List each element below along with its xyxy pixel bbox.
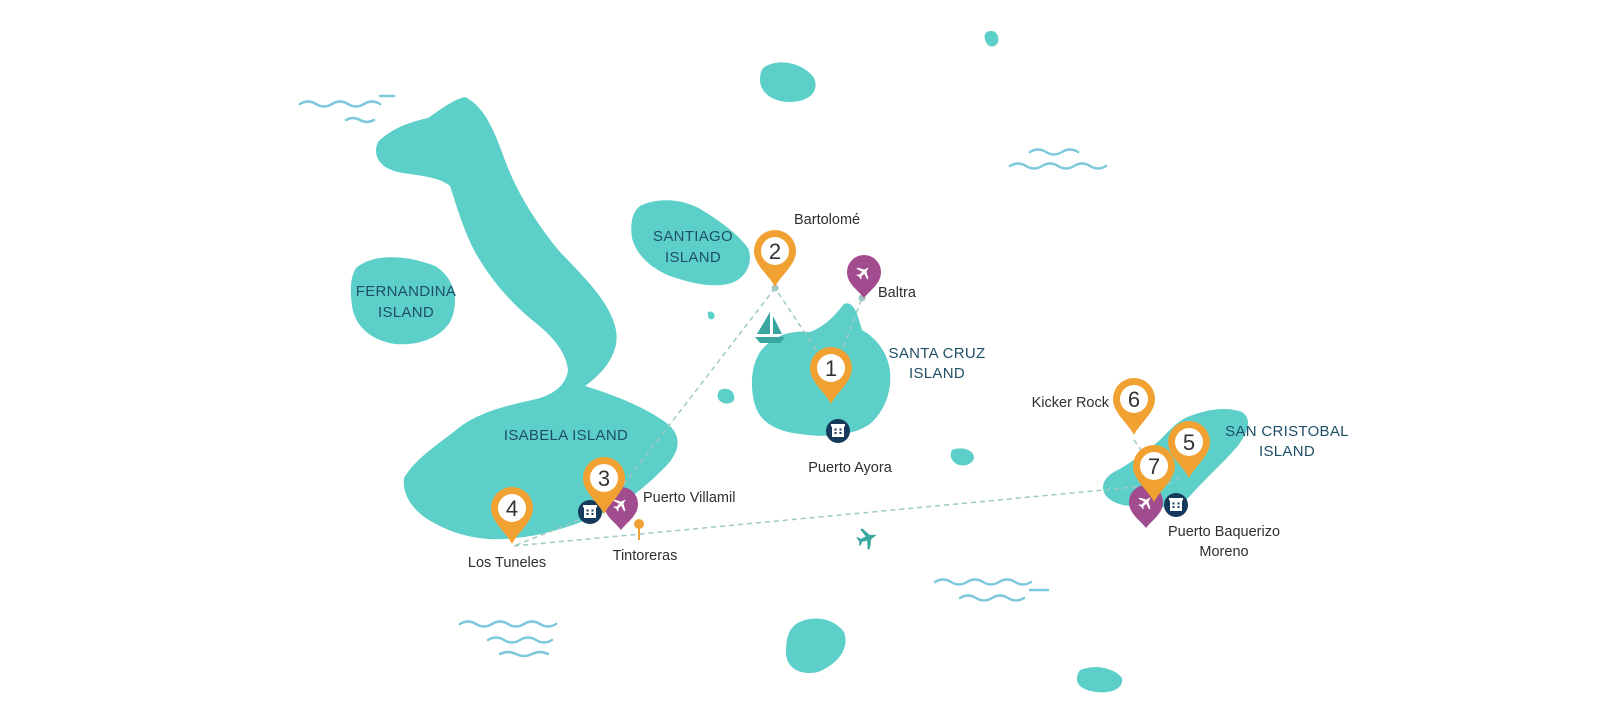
stop-number: 5 xyxy=(1183,430,1195,455)
stop-number: 7 xyxy=(1148,454,1160,479)
los-tuneles-label: Los Tuneles xyxy=(468,555,546,571)
flight-airplane-icon xyxy=(856,528,877,550)
floreana-islet xyxy=(786,618,846,674)
tiny-islet xyxy=(707,311,715,320)
santa-fe-islet xyxy=(950,448,974,466)
stop-number: 2 xyxy=(769,239,781,264)
isabela-island-shape xyxy=(376,97,678,540)
stop-pin-1[interactable]: 1 xyxy=(810,347,852,404)
island-labels: ISABELA ISLAND FERNANDINA ISLAND SANTIAG… xyxy=(356,228,1349,460)
sailboat-icon xyxy=(755,312,785,343)
stop-pin-5[interactable]: 5 xyxy=(1168,421,1210,478)
genovesa-islet xyxy=(760,62,816,102)
stop-pin-6[interactable]: 6 xyxy=(1113,378,1155,435)
fernandina-island-shape xyxy=(350,257,455,345)
espanola-islet xyxy=(1076,667,1123,693)
san-cristobal-island-label-line2: ISLAND xyxy=(1259,443,1315,460)
bartolome-label: Bartolomé xyxy=(794,212,860,228)
bartolome-point xyxy=(771,284,779,292)
stop-number: 6 xyxy=(1128,387,1140,412)
tintoreras-label: Tintoreras xyxy=(613,548,678,564)
pinzon-islet xyxy=(717,388,735,404)
puerto-villamil-label: Puerto Villamil xyxy=(643,490,735,506)
san-cristobal-island-label-line1: SAN CRISTOBAL xyxy=(1225,423,1349,440)
santa-cruz-island-label-line2: ISLAND xyxy=(909,365,965,382)
santa-cruz-island-label-line1: SANTA CRUZ xyxy=(889,345,986,362)
islands xyxy=(350,30,1249,693)
stop-pin-3[interactable]: 3 xyxy=(583,457,625,514)
puerto-baquerizo-label-line2: Moreno xyxy=(1199,544,1248,560)
hotel-icon xyxy=(578,500,602,524)
darwin-islet xyxy=(984,30,999,47)
puerto-ayora-label: Puerto Ayora xyxy=(808,460,893,476)
santiago-island-label-line2: ISLAND xyxy=(665,249,721,266)
fernandina-island-label-line1: FERNANDINA xyxy=(356,283,457,300)
tintoreras-marker xyxy=(634,519,644,540)
ocean-waves xyxy=(298,94,1108,658)
fernandina-island-label-line2: ISLAND xyxy=(378,304,434,321)
place-labels: Bartolomé Baltra Puerto Ayora Puerto Vil… xyxy=(468,212,1280,571)
puerto-baquerizo-label-line1: Puerto Baquerizo xyxy=(1168,524,1280,540)
hotel-icon xyxy=(1164,493,1188,517)
isabela-island-label: ISABELA ISLAND xyxy=(504,427,628,444)
stop-number: 1 xyxy=(825,356,837,381)
baltra-label: Baltra xyxy=(878,285,917,301)
stop-number: 4 xyxy=(506,496,518,521)
kicker-rock-label: Kicker Rock xyxy=(1032,395,1110,411)
santiago-island-shape xyxy=(631,200,750,286)
airport-pin-baltra xyxy=(847,255,881,298)
stop-number: 3 xyxy=(598,466,610,491)
hotel-icon xyxy=(826,419,850,443)
stop-pin-2[interactable]: 2 xyxy=(754,230,796,287)
stop-pin-4[interactable]: 4 xyxy=(491,487,533,544)
santiago-island-label-line1: SANTIAGO xyxy=(653,228,733,245)
stop-pin-7[interactable]: 7 xyxy=(1133,445,1175,502)
